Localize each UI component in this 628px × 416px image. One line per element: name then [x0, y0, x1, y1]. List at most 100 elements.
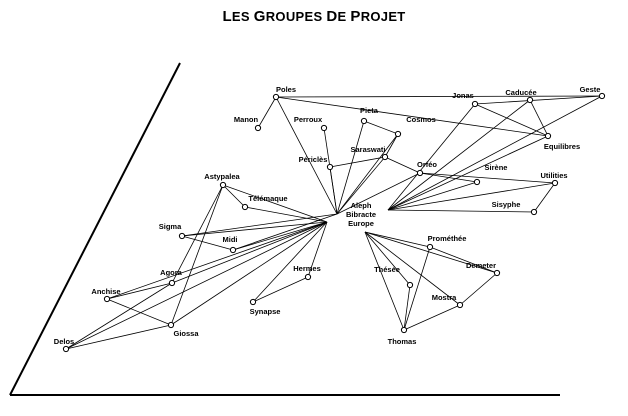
- node-these: [406, 281, 414, 289]
- edge-thomas-hubB: [364, 231, 405, 331]
- edge-orfeo-saraswati: [384, 156, 421, 174]
- label-saraswati: Saraswati: [350, 145, 385, 154]
- edge-mostra-hubB: [364, 231, 461, 306]
- edge-geste-jonas: [474, 95, 603, 105]
- title-text: LES GROUPES DE PROJET: [222, 8, 406, 25]
- label-sigma: Sigma: [159, 222, 182, 231]
- edge-demeter-hubB: [364, 231, 498, 274]
- diagram-title: LES GROUPES DE PROJET: [0, 8, 628, 25]
- node-promethee: [426, 243, 434, 251]
- label-synapse: Synapse: [250, 307, 281, 316]
- label-utilities: Utilities: [540, 171, 567, 180]
- node-perroux: [320, 124, 328, 132]
- node-sirene: [473, 178, 481, 186]
- label-midi: Midi: [223, 235, 238, 244]
- node-pieta: [360, 117, 368, 125]
- label-hermes: Hermes: [293, 264, 321, 273]
- edge-thomas-promethee: [403, 246, 431, 331]
- edge-manon-poles: [257, 96, 277, 129]
- edge-delos-hubL: [65, 221, 328, 350]
- center-label-europe: Europe: [348, 219, 374, 228]
- label-mostra: Mostra: [432, 293, 457, 302]
- edge-orfeo-utilities: [419, 172, 556, 184]
- node-mostra: [456, 301, 464, 309]
- label-thomas: Thomas: [388, 337, 417, 346]
- node-anchise: [103, 295, 111, 303]
- edge-sigma-midi: [181, 235, 234, 251]
- label-demeter: Demeter: [466, 261, 496, 270]
- label-poles: Poles: [276, 85, 296, 94]
- edge-orfeo-hub: [336, 172, 421, 215]
- perspective-frame: [9, 62, 560, 396]
- label-sirene: Sirène: [485, 163, 508, 172]
- node-geste: [598, 92, 606, 100]
- label-pericles: Périclès: [299, 155, 328, 164]
- label-manon: Manon: [234, 115, 259, 124]
- edge-sisyphe-utilities: [533, 182, 556, 213]
- edge-pieta-cosmos: [363, 120, 399, 135]
- edge-caducee-hubR: [387, 99, 531, 211]
- label-perroux: Perroux: [294, 115, 323, 124]
- node-synapse: [249, 298, 257, 306]
- edge-poles-hub: [275, 96, 338, 215]
- node-sisyphe: [530, 208, 538, 216]
- edge-sirene-hubR: [387, 181, 478, 211]
- label-sisyphe: Sisyphe: [492, 200, 521, 209]
- label-agora: Agora: [160, 268, 182, 277]
- node-astypalea: [219, 181, 227, 189]
- edge-midi-hubL: [232, 221, 328, 251]
- edge-sigma-hub: [181, 213, 338, 237]
- edge-sisyphe-hubR: [387, 209, 535, 213]
- label-telemaque: Télémaque: [248, 194, 287, 203]
- edge-promethee-hubB: [364, 231, 431, 248]
- label-giossa: Giossa: [173, 329, 199, 338]
- edge-cosmos-saraswati: [384, 133, 399, 158]
- node-sigma: [178, 232, 186, 240]
- edge-giossa-astypalea: [170, 184, 224, 326]
- center-label-bibracte: Bibracte: [346, 210, 376, 219]
- edge-sirene-orfeo: [419, 172, 478, 183]
- edge-anchise-giossa: [106, 298, 172, 326]
- label-cosmos: Cosmos: [406, 115, 436, 124]
- edge-geste-hubR: [387, 95, 603, 211]
- node-jonas: [471, 100, 479, 108]
- edge-poles-equilibres: [275, 96, 549, 137]
- label-astypalea: Astypalea: [204, 172, 240, 181]
- edge-jonas-equilibres: [474, 103, 549, 137]
- label-geste: Geste: [580, 85, 601, 94]
- edge-telemaque-hubL: [244, 206, 328, 223]
- node-cosmos: [394, 130, 402, 138]
- edge-these-thomas: [403, 284, 411, 331]
- label-orfeo: Orféo: [417, 160, 437, 169]
- edge-astypalea-telemaque: [222, 184, 246, 208]
- node-midi: [229, 246, 237, 254]
- edge-pericles-hub: [329, 166, 338, 215]
- edge-sigma-hubL: [181, 221, 328, 237]
- node-pericles: [326, 163, 334, 171]
- node-utilities: [551, 179, 559, 187]
- node-orfeo: [416, 169, 424, 177]
- edge-astypalea-hubL: [222, 184, 328, 223]
- central-hub: Aleph Bibracte Europe: [346, 201, 376, 228]
- edge-poles-geste: [275, 95, 603, 98]
- label-pieta: Pieta: [360, 106, 379, 115]
- node-delos: [62, 345, 70, 353]
- node-agora: [168, 279, 176, 287]
- edge-saraswati-hub: [336, 156, 386, 215]
- node-hermes: [304, 273, 312, 281]
- label-jonas: Jonas: [452, 91, 474, 100]
- network-nodes: [62, 92, 606, 353]
- edge-jonas-hubR: [387, 103, 476, 211]
- network-edges: [65, 95, 603, 350]
- edge-agora-anchise: [106, 282, 173, 300]
- edge-giossa-hubL: [170, 221, 328, 326]
- edge-equilibres-hubR: [387, 135, 549, 211]
- node-giossa: [167, 321, 175, 329]
- edge-hermes-hubL: [307, 221, 328, 278]
- edge-synapse-hubL: [252, 221, 328, 303]
- label-these: Thésée: [374, 265, 400, 274]
- node-caducee: [526, 96, 534, 104]
- node-equilibres: [544, 132, 552, 140]
- node-demeter: [493, 269, 501, 277]
